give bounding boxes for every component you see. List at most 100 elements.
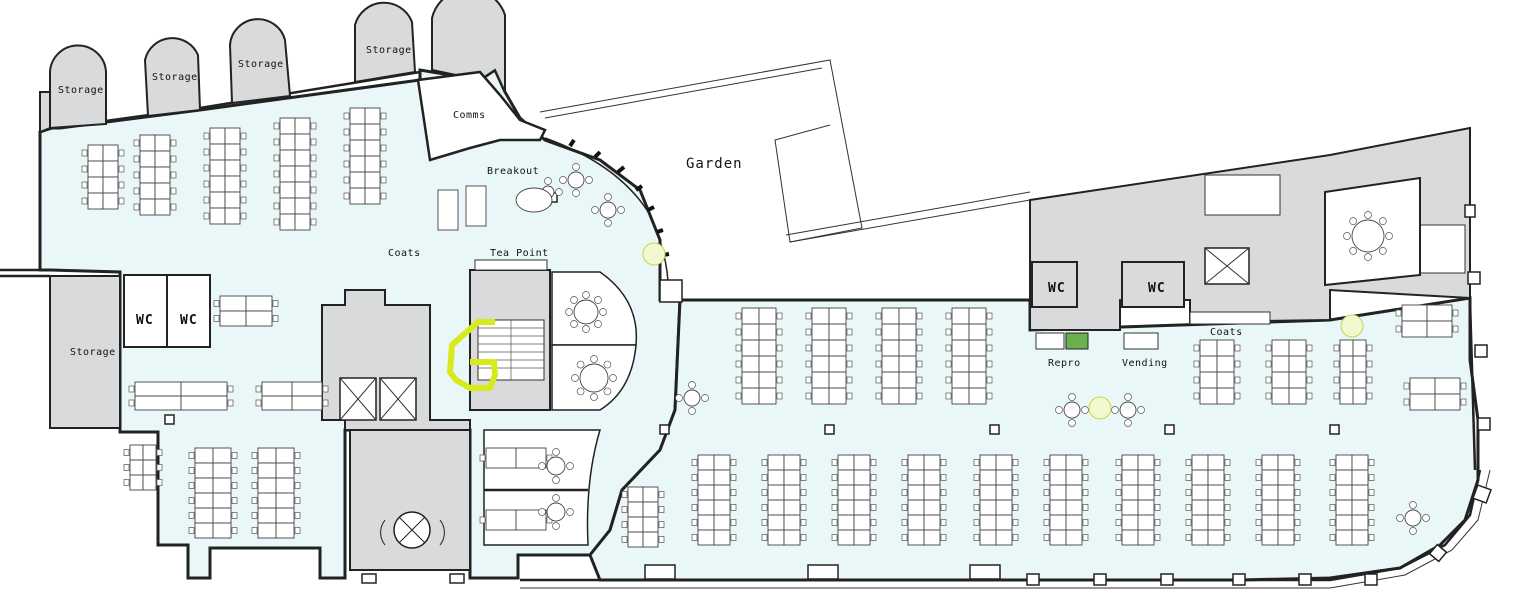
desk [1207,484,1225,501]
chair [901,459,908,466]
desk [279,117,296,135]
chair [273,186,280,194]
desk [1351,529,1369,546]
chair [227,399,234,407]
chair [1193,392,1200,400]
chair [846,392,853,400]
chair [1329,519,1336,526]
desk [194,522,214,539]
chair [380,112,387,120]
chair [322,399,329,407]
chair [1366,392,1373,400]
chair [1409,527,1417,535]
desk-cluster [1395,304,1459,338]
desk [275,477,295,494]
desk [279,149,296,167]
desk-clusters [81,107,1467,548]
chair [800,534,807,541]
chair [1329,504,1336,511]
desk [1049,514,1067,531]
desk [364,187,381,205]
desk [951,387,970,405]
desk [154,150,171,168]
desk [1351,454,1369,471]
desk [713,469,731,486]
chair [1193,344,1200,352]
chair [582,291,590,299]
chair [128,385,135,393]
chair [1115,489,1122,496]
chair [805,376,812,384]
chair [1306,376,1313,384]
desk [1137,454,1155,471]
desk [758,387,777,405]
storage-label-3: Storage [238,59,284,70]
chair [1385,232,1393,240]
desk-cluster [1333,339,1373,405]
desk [1207,514,1225,531]
chair [916,328,923,336]
desk [898,339,917,357]
chair [380,192,387,200]
desk [139,166,156,184]
desk [898,371,917,389]
table-top [1063,401,1081,419]
chair [570,320,578,328]
desk [245,295,273,312]
chair [343,176,350,184]
chair [1185,489,1192,496]
chair [1234,376,1241,384]
desk [1065,484,1083,501]
chair [272,315,279,322]
chair [875,392,882,400]
desk [713,514,731,531]
chair [255,399,262,407]
desk [853,499,871,516]
desk [275,462,295,479]
desk [1207,454,1225,471]
desk [1137,514,1155,531]
desk [257,462,277,479]
chair [231,467,238,474]
desk [129,474,144,491]
chair [1185,474,1192,481]
chair [1294,489,1301,496]
chair [1265,360,1272,368]
chair [945,312,952,320]
chair [701,394,709,402]
desk [1335,469,1353,486]
chair [730,489,737,496]
chair [310,138,317,146]
desk [1137,499,1155,516]
round-table [1343,211,1393,261]
chair [255,385,262,393]
stair-far-right [1419,224,1466,274]
chair [621,491,628,498]
chair [870,489,877,496]
chair [805,344,812,352]
desk [1191,469,1209,486]
chair [156,464,163,471]
desk [212,447,232,464]
plants [642,242,1364,420]
chair [188,512,195,519]
chair [156,479,163,486]
chair [1154,504,1161,511]
desk [349,171,366,189]
chair [273,138,280,146]
chair [343,112,350,120]
desk [1121,499,1139,516]
chair [658,491,665,498]
chair [310,202,317,210]
plant [1088,396,1112,420]
desk [1065,454,1083,471]
chair [170,155,177,163]
desk-cluster [1255,454,1301,546]
chair [1012,519,1019,526]
chair [1185,534,1192,541]
chair [572,189,580,197]
chair [1349,246,1358,255]
desk-cluster [1403,377,1467,411]
desk [758,355,777,373]
chair [730,474,737,481]
